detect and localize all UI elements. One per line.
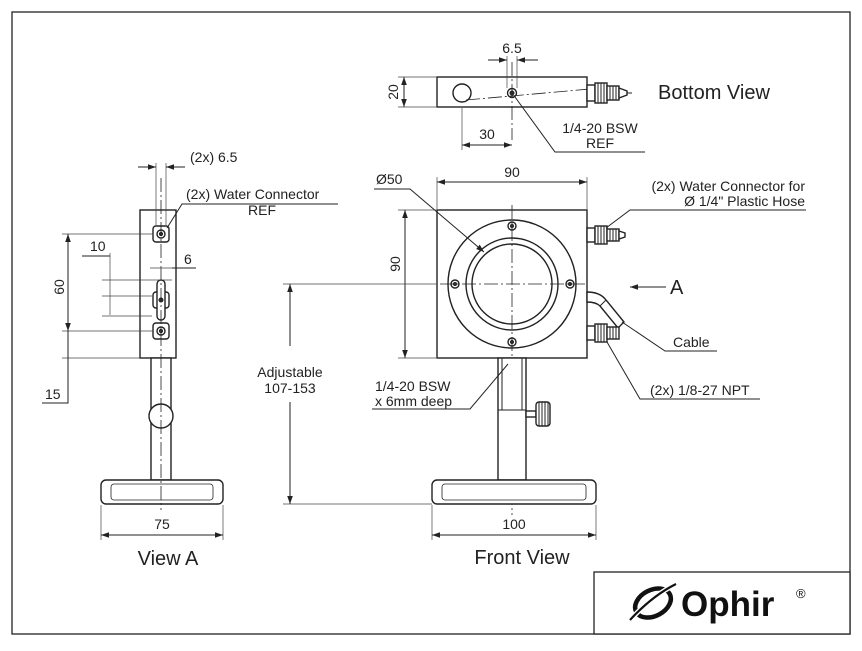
logo-registered-mark: ® [796,586,806,601]
view-a-note-connector: (2x) Water Connector [186,186,320,202]
view-a-dim-base: 75 [154,516,170,532]
bottom-view-dim-hole-offset: 6.5 [502,40,522,56]
front-view-note-mount-line1: 1/4-20 BSW [375,378,451,394]
ophir-swoosh-icon [628,581,678,622]
bottom-view-note-thread: 1/4-20 BSW [562,120,638,136]
view-a-dim-15: 15 [45,386,61,402]
bottom-view: 20 6.5 30 1/4-20 BSW REF Bottom View [385,40,770,153]
front-view-title: Front View [474,547,570,569]
front-view-thumbscrew [525,401,551,427]
view-a-dim-6: 6 [184,251,192,267]
view-a: (2x) 6.5 (2x) Water Connector REF 10 6 6… [42,149,338,570]
view-a-dim-10: 10 [90,238,106,254]
front-view-dim-base: 100 [502,516,526,532]
front-view-dim-aperture: Ø50 [376,171,403,187]
view-a-note-ref: REF [248,202,276,218]
logo-box: Ophir ® [593,571,851,635]
view-a-title: View A [138,548,199,570]
drawing-border [11,11,851,635]
bottom-view-connector [586,82,632,104]
front-view-view-marker: A [670,277,684,299]
front-view-note-connector-line2: Ø 1/4" Plastic Hose [684,193,805,209]
front-view-top-connector [586,225,626,245]
front-view-base [431,479,597,505]
front-view-cable [586,291,625,330]
view-a-dim-top-offset: (2x) 6.5 [190,149,238,165]
front-view: Ø50 90 90 (2x) Water Connector for Ø 1/4… [257,164,806,569]
bottom-view-ref-hole [452,83,472,103]
logo-brand: Ophir [681,585,775,624]
front-view-note-cable: Cable [673,334,710,350]
view-a-base [100,479,224,505]
bottom-view-note-ref: REF [586,135,614,151]
view-a-dim-60: 60 [51,279,67,295]
front-view-note-adjustable-line2: 107-153 [264,380,316,396]
bottom-view-title: Bottom View [658,82,770,104]
front-view-dim-width: 90 [504,164,520,180]
front-view-note-connector-line1: (2x) Water Connector for [651,178,805,194]
front-view-dim-height: 90 [387,256,403,272]
front-view-bottom-connector [586,323,620,343]
bottom-view-dim-depth: 20 [385,84,401,100]
front-view-note-npt: (2x) 1/8-27 NPT [650,382,750,398]
bottom-view-dim-ref-offset: 30 [479,126,495,142]
front-view-note-mount-line2: x 6mm deep [375,393,452,409]
front-view-note-adjustable-line1: Adjustable [257,364,323,380]
